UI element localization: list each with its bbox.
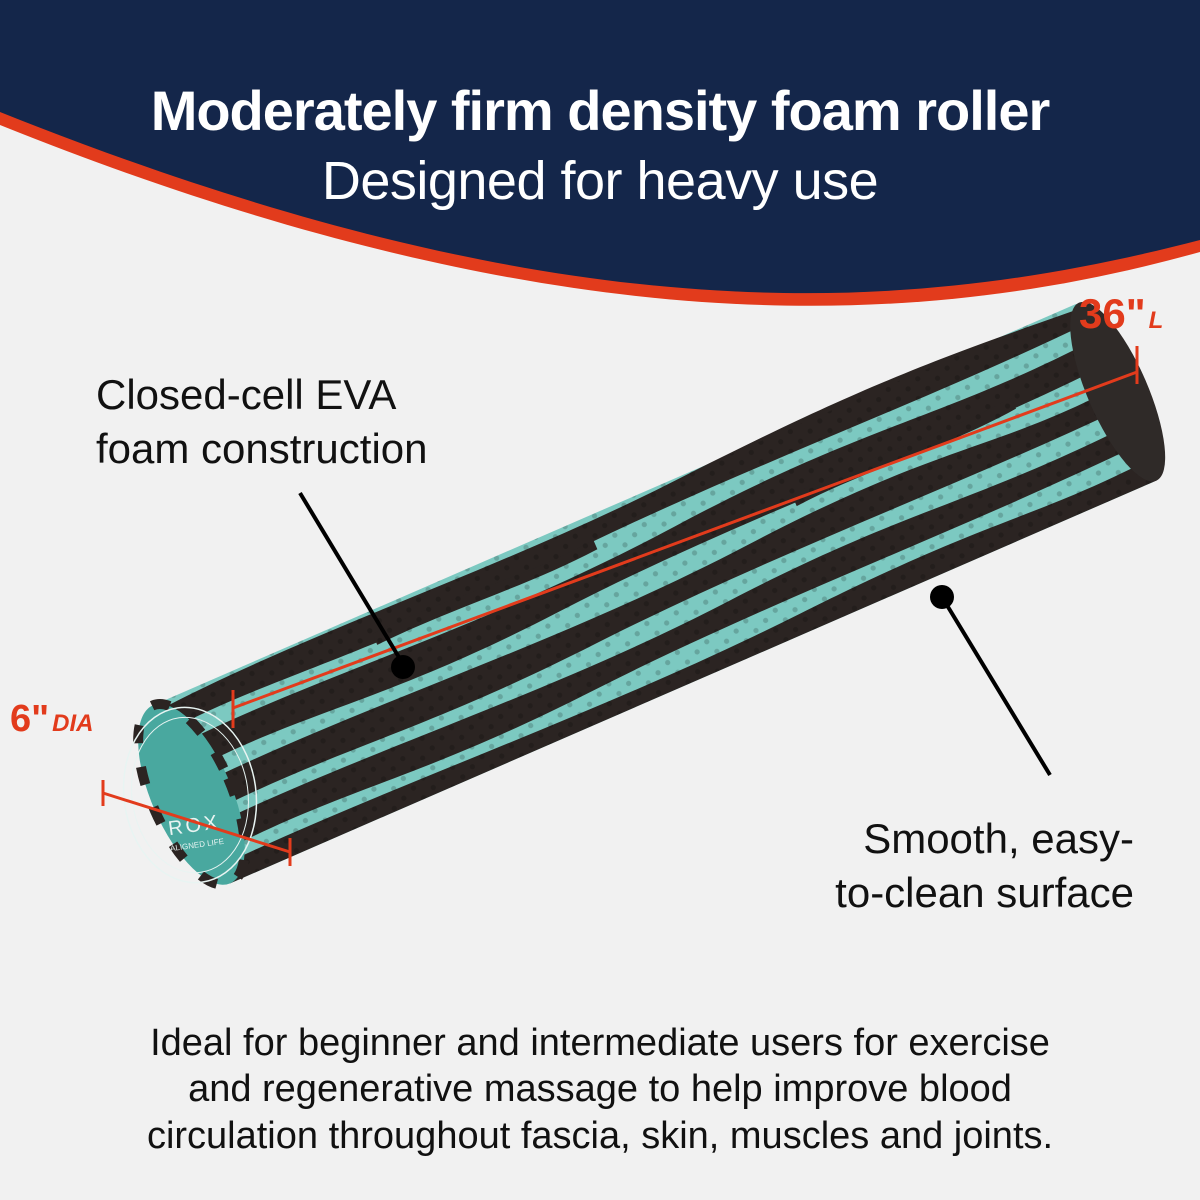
callout-smooth-line-2: to-clean surface <box>835 868 1134 916</box>
callout-leader-eva <box>298 491 415 679</box>
roller-near-end <box>138 704 245 885</box>
footer-line-3: circulation throughout fascia, skin, mus… <box>146 1114 1054 1157</box>
callout-leader-smooth <box>930 585 1052 777</box>
diameter-label: 6"DIA <box>10 698 94 741</box>
footer-line-2: and regenerative massage to help improve… <box>188 1068 1012 1111</box>
footer-description: Ideal for beginner and intermediate user… <box>60 1020 1140 1159</box>
length-unit: L <box>1148 307 1164 334</box>
length-label: 36"L <box>1079 290 1163 338</box>
roller-far-end <box>1070 301 1166 482</box>
callout-smooth-surface: Smooth, easy- to-clean surface <box>835 812 1134 920</box>
callout-smooth-line-1: Smooth, easy- <box>863 815 1134 862</box>
callout-eva-line-2: foam construction <box>96 424 428 472</box>
footer-line-1: Ideal for beginner and intermediate user… <box>150 1022 1050 1064</box>
header-navy-banner <box>0 0 1200 294</box>
headline: Moderately firm density foam roller <box>150 79 1051 142</box>
callout-eva-line-1: Closed-cell EVA <box>96 371 397 418</box>
roller-texture <box>152 302 1157 884</box>
diameter-unit: DIA <box>52 710 94 737</box>
diameter-dimension-line <box>101 780 292 866</box>
callout-eva-foam: Closed-cell EVA foam construction <box>96 368 428 476</box>
length-dimension-line <box>231 346 1139 728</box>
length-value: 36" <box>1079 290 1146 337</box>
diameter-value: 6" <box>10 698 50 740</box>
subheadline: Designed for heavy use <box>321 151 879 211</box>
